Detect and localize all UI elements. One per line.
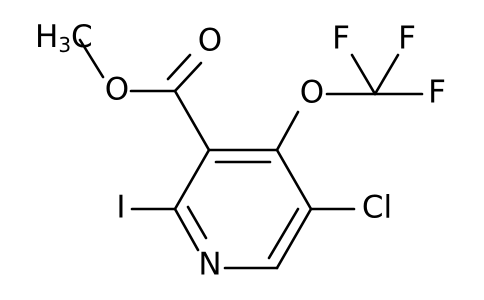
iodine-label: I [116,190,125,226]
bond-carbonyl-o-double-b [166,53,192,81]
fluorine-3-label: F [428,75,446,111]
ether-oxygen-label: O [300,75,324,111]
methyl-label: H3C [35,19,93,57]
ester-oxygen-single-label: O [105,72,129,108]
bond-cf3-f2 [373,53,400,96]
bond-o-methyl [78,38,105,79]
bond-c3-carbonyl [173,89,211,152]
bond-n-c2-double [186,205,208,240]
bond-cf3-f1 [350,53,377,96]
nitrogen-label: N [198,247,221,283]
bond-c2-c3 [173,148,211,211]
atom-labels: H3C O O O F F F I Cl N [35,19,446,283]
fluorine-1-label: F [332,21,350,57]
bonds [78,38,424,270]
bond-n-c2 [173,207,200,252]
bond-c4-c5 [275,148,313,211]
bond-c5-c6-double [267,207,300,260]
bond-carbonyl-o-double-a [173,61,203,93]
fluorine-2-label: F [398,21,416,57]
chlorine-label: Cl [362,190,392,226]
bond-c5-c6 [275,207,313,270]
bond-c4-o-ether [275,110,300,152]
carbonyl-oxygen-label: O [198,23,222,59]
